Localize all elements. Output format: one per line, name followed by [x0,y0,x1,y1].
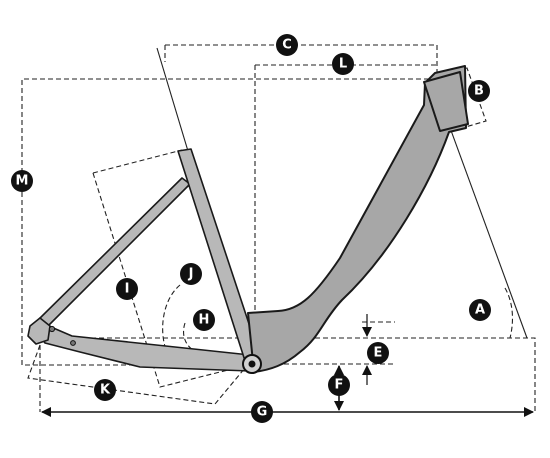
badge-a: A [469,299,491,321]
label-l: L [339,57,347,72]
badge-m: M [11,170,33,192]
label-g: G [257,405,268,420]
down-tube [247,65,467,373]
badge-i: I [116,278,138,300]
k-dimension-line [27,344,246,405]
label-h: H [199,313,210,328]
label-c: C [282,38,292,53]
badge-h: H [193,309,215,331]
badge-g: G [251,401,273,423]
head-tube [423,71,469,132]
i-dimension-line [92,149,183,174]
seat-stay [35,177,191,331]
c-dimension-line [165,44,438,76]
badge-e: E [367,342,389,364]
seat-tube [177,148,261,365]
bottom-bracket-center [248,360,256,368]
badge-j: J [180,263,202,285]
label-e: E [374,346,383,361]
steering-axis-line [448,124,528,339]
bb-horizontal-line [35,337,536,412]
badge-k: K [94,379,116,401]
bike-frame [27,65,469,374]
label-m: M [16,174,29,189]
badge-f: F [328,374,350,396]
j-arc [162,284,181,356]
label-b: B [474,84,484,99]
label-j: J [188,267,194,282]
a-arc [504,287,514,339]
label-a: A [475,303,485,318]
label-k: K [100,383,111,398]
label-f: F [335,378,344,393]
label-i: I [125,282,130,297]
chain-stay [35,323,251,372]
badge-l: L [332,53,354,75]
h-arc [183,322,206,356]
badge-c: C [276,34,298,56]
rear-dropout [27,317,51,345]
chainstay-bolt-1 [48,325,56,333]
chainstay-bolt-2 [70,340,76,346]
badge-b: B [468,80,490,102]
